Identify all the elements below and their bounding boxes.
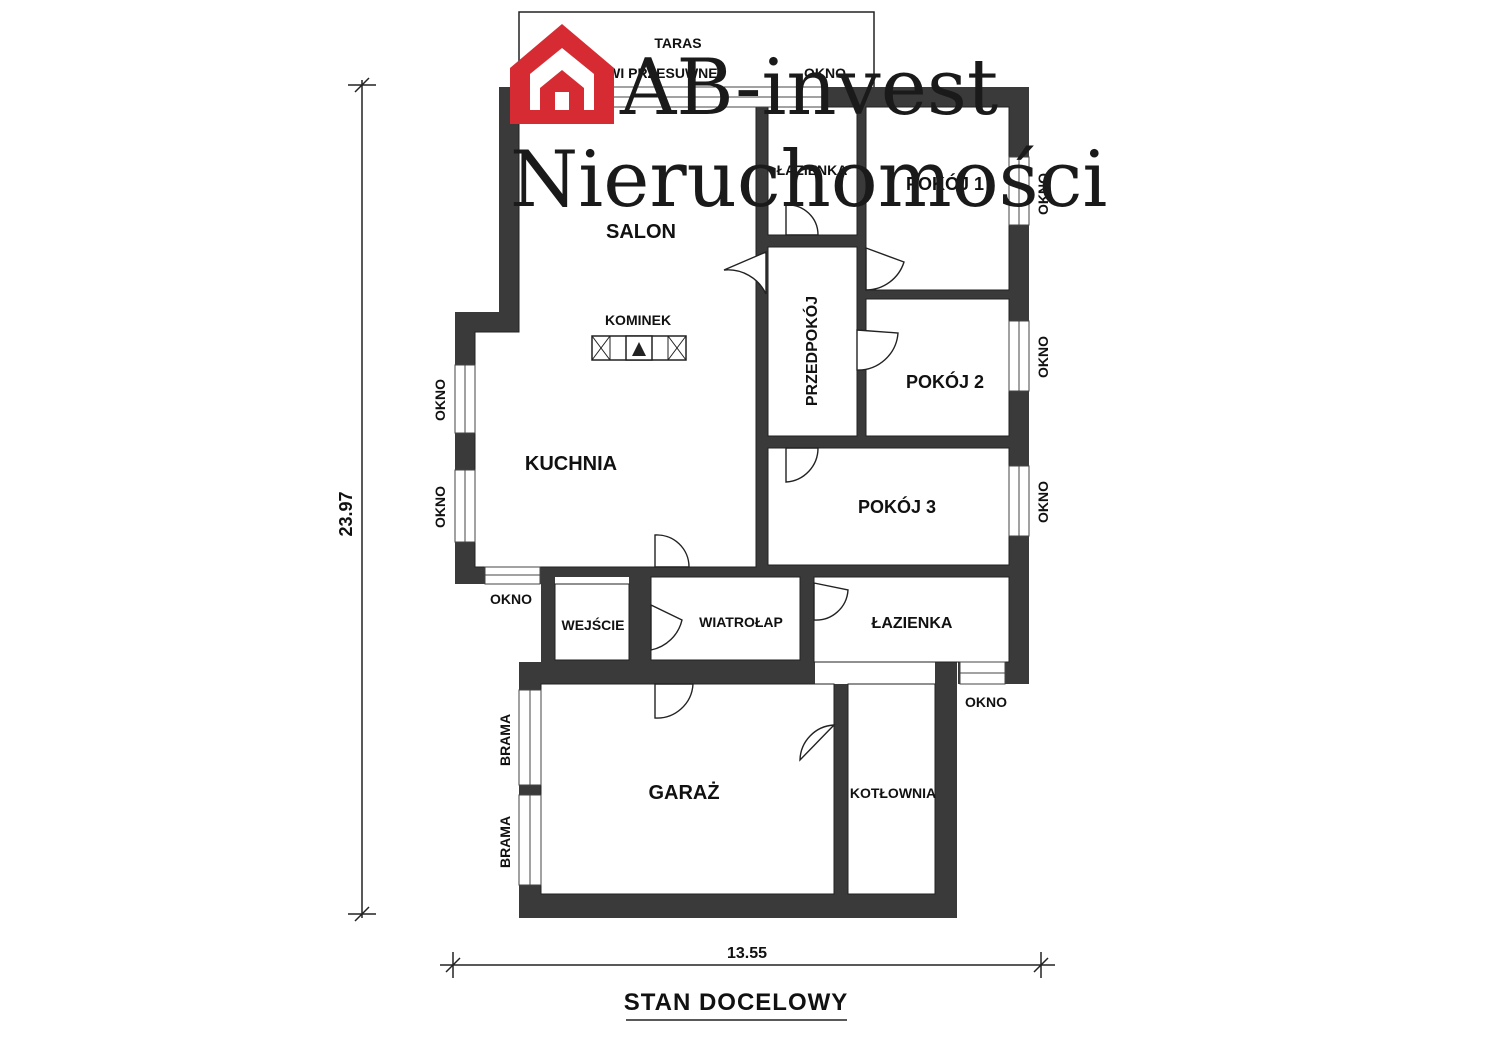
room-label-pokoj1: POKÓJ 1 xyxy=(906,173,984,194)
room-label-lazienka-top: ŁAZIENKA xyxy=(777,162,848,178)
room-fills xyxy=(474,106,1010,895)
room-label-kominek: KOMINEK xyxy=(605,312,671,328)
room-label-kotlownia: KOTŁOWNIA xyxy=(850,785,936,801)
window-label: OKNO xyxy=(1035,173,1051,215)
window-label: OKNO xyxy=(804,65,846,81)
room-label-taras: TARAS xyxy=(654,35,701,51)
vertical-dimension xyxy=(348,77,376,922)
window-label: OKNO xyxy=(490,591,532,607)
logo-line2: Nieruchomości xyxy=(510,135,1107,225)
window-label: OKNO xyxy=(432,486,448,528)
windows xyxy=(454,86,1030,886)
room-label-salon: SALON xyxy=(606,221,676,243)
width-dimension-label: 13.55 xyxy=(727,945,767,962)
window-label: OKNO xyxy=(1035,336,1051,378)
plan-title: STAN DOCELOWY xyxy=(624,989,849,1016)
room-label-wiatrolap: WIATROŁAP xyxy=(699,614,783,630)
window-label: OKNO xyxy=(1035,481,1051,523)
room-label-garaz: GARAŻ xyxy=(648,781,719,804)
window-label: OKNO xyxy=(432,379,448,421)
room-label-przedpokoj: PRZEDPOKÓJ xyxy=(802,296,821,406)
logo-line1: AB-invest xyxy=(619,43,998,133)
fireplace-icon xyxy=(591,335,687,361)
room-label-wejscie: WEJŚCIE xyxy=(561,616,624,633)
gate-label: BRAMA xyxy=(497,714,513,766)
doors xyxy=(650,204,905,762)
room-label-pokoj2: POKÓJ 2 xyxy=(906,371,984,392)
room-label-kuchnia: KUCHNIA xyxy=(525,453,617,475)
room-label-lazienka-bottom: ŁAZIENKA xyxy=(872,615,953,632)
room-label-pokoj3: POKÓJ 3 xyxy=(858,496,936,517)
window-label: OKNO xyxy=(965,694,1007,710)
horizontal-dimension xyxy=(440,952,1055,978)
house-logo-icon xyxy=(510,24,614,124)
height-dimension-label: 23.97 xyxy=(336,491,356,536)
gate-label: BRAMA xyxy=(497,816,513,868)
company-logo: AB-invest Nieruchomości xyxy=(510,24,1107,225)
